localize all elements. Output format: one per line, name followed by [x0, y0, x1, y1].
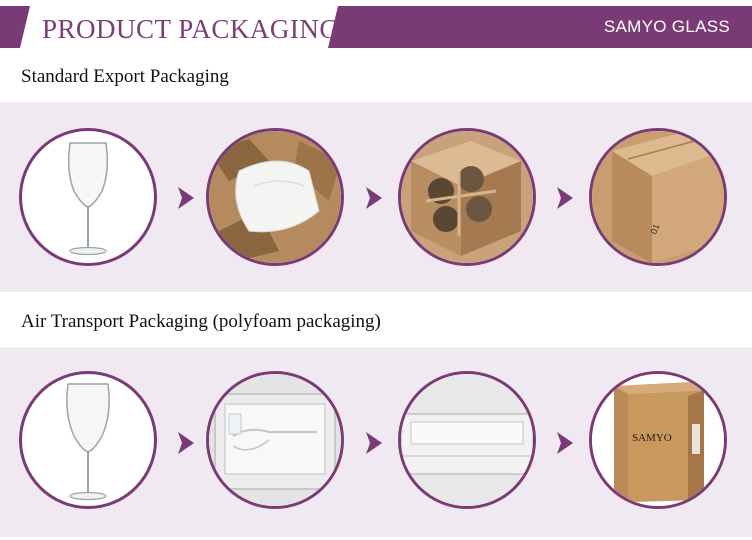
arrow-icon: [557, 432, 573, 454]
step-closed-foam-box: [398, 371, 536, 509]
arrow-icon: [366, 432, 382, 454]
box-brand-label: SAMYO: [632, 432, 672, 444]
step-carton-with-dividers: [398, 128, 536, 266]
section-title-standard: Standard Export Packaging: [21, 66, 229, 87]
steps-band-air: SAMYO: [0, 347, 752, 537]
arrow-icon: [178, 432, 194, 454]
header-banner: PRODUCT PACKAGING SAMYO GLASS: [0, 6, 752, 48]
step-branded-carton: SAMYO: [589, 371, 727, 509]
banner-shapes: [0, 6, 752, 48]
step-paper-wrapped-glass: [206, 128, 344, 266]
step-sealed-carton: 01: [589, 128, 727, 266]
arrow-icon: [557, 187, 573, 209]
steps-band-standard: 01: [0, 102, 752, 292]
page-title: PRODUCT PACKAGING: [42, 14, 340, 44]
brand-name: SAMYO GLASS: [603, 17, 730, 36]
step-wine-glass: [19, 128, 157, 266]
arrow-icon: [366, 187, 382, 209]
step-wine-glass: [19, 371, 157, 509]
step-glass-in-foam-tray: [206, 371, 344, 509]
arrow-icon: [178, 187, 194, 209]
section-title-air: Air Transport Packaging (polyfoam packag…: [21, 311, 381, 332]
